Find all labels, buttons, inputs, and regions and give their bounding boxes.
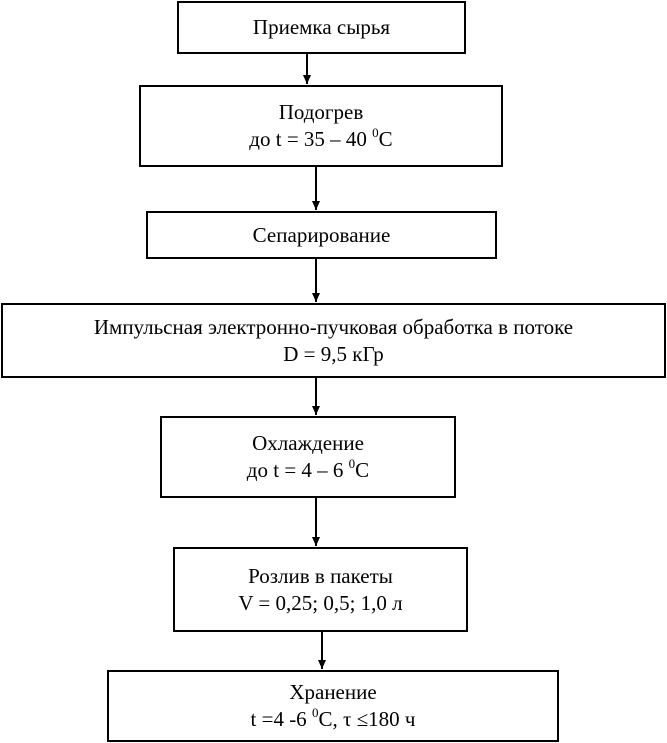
step-temperature: до t = 4 – 6 0С (247, 457, 369, 484)
step-label: Охлаждение (252, 431, 364, 455)
step-raw-intake: Приемка сырья (177, 1, 466, 54)
step-label: Розлив в пакеты (248, 563, 393, 588)
temp-suffix: С, τ ≤180 ч (318, 707, 416, 731)
temp-prefix: до t = 35 – 40 (249, 127, 373, 151)
degree-sup: 0 (311, 705, 319, 720)
step-heating: Подогрев до t = 35 – 40 0С (139, 85, 503, 167)
step-separation: Сепарирование (146, 211, 497, 259)
temp-prefix: t =4 -6 (250, 707, 312, 731)
step-label: Импульсная электронно-пучковая обработка… (93, 314, 574, 339)
step-label: Приемка сырья (252, 15, 391, 39)
step-label: Сепарирование (252, 222, 391, 247)
temp-prefix: до t = 4 – 6 (246, 458, 349, 482)
step-volume: V = 0,25; 0,5; 1,0 л (238, 590, 403, 615)
step-storage: Хранение t =4 -6 0С, τ ≤180 ч (107, 670, 559, 742)
step-label: Хранение (289, 680, 377, 704)
degree-sup: 0 (348, 456, 356, 471)
step-packaging: Розлив в пакеты V = 0,25; 0,5; 1,0 л (173, 547, 468, 632)
temp-suffix: С (378, 127, 393, 151)
step-label: Подогрев (278, 100, 364, 124)
step-storage-conditions: t =4 -6 0С, τ ≤180 ч (251, 706, 416, 733)
step-cooling: Охлаждение до t = 4 – 6 0С (160, 416, 456, 498)
step-dose: D = 9,5 кГр (283, 341, 384, 366)
step-temperature: до t = 35 – 40 0С (249, 126, 392, 153)
temp-suffix: С (355, 458, 370, 482)
step-electron-beam-treatment: Импульсная электронно-пучковая обработка… (1, 303, 666, 378)
degree-sup: 0 (372, 125, 379, 140)
